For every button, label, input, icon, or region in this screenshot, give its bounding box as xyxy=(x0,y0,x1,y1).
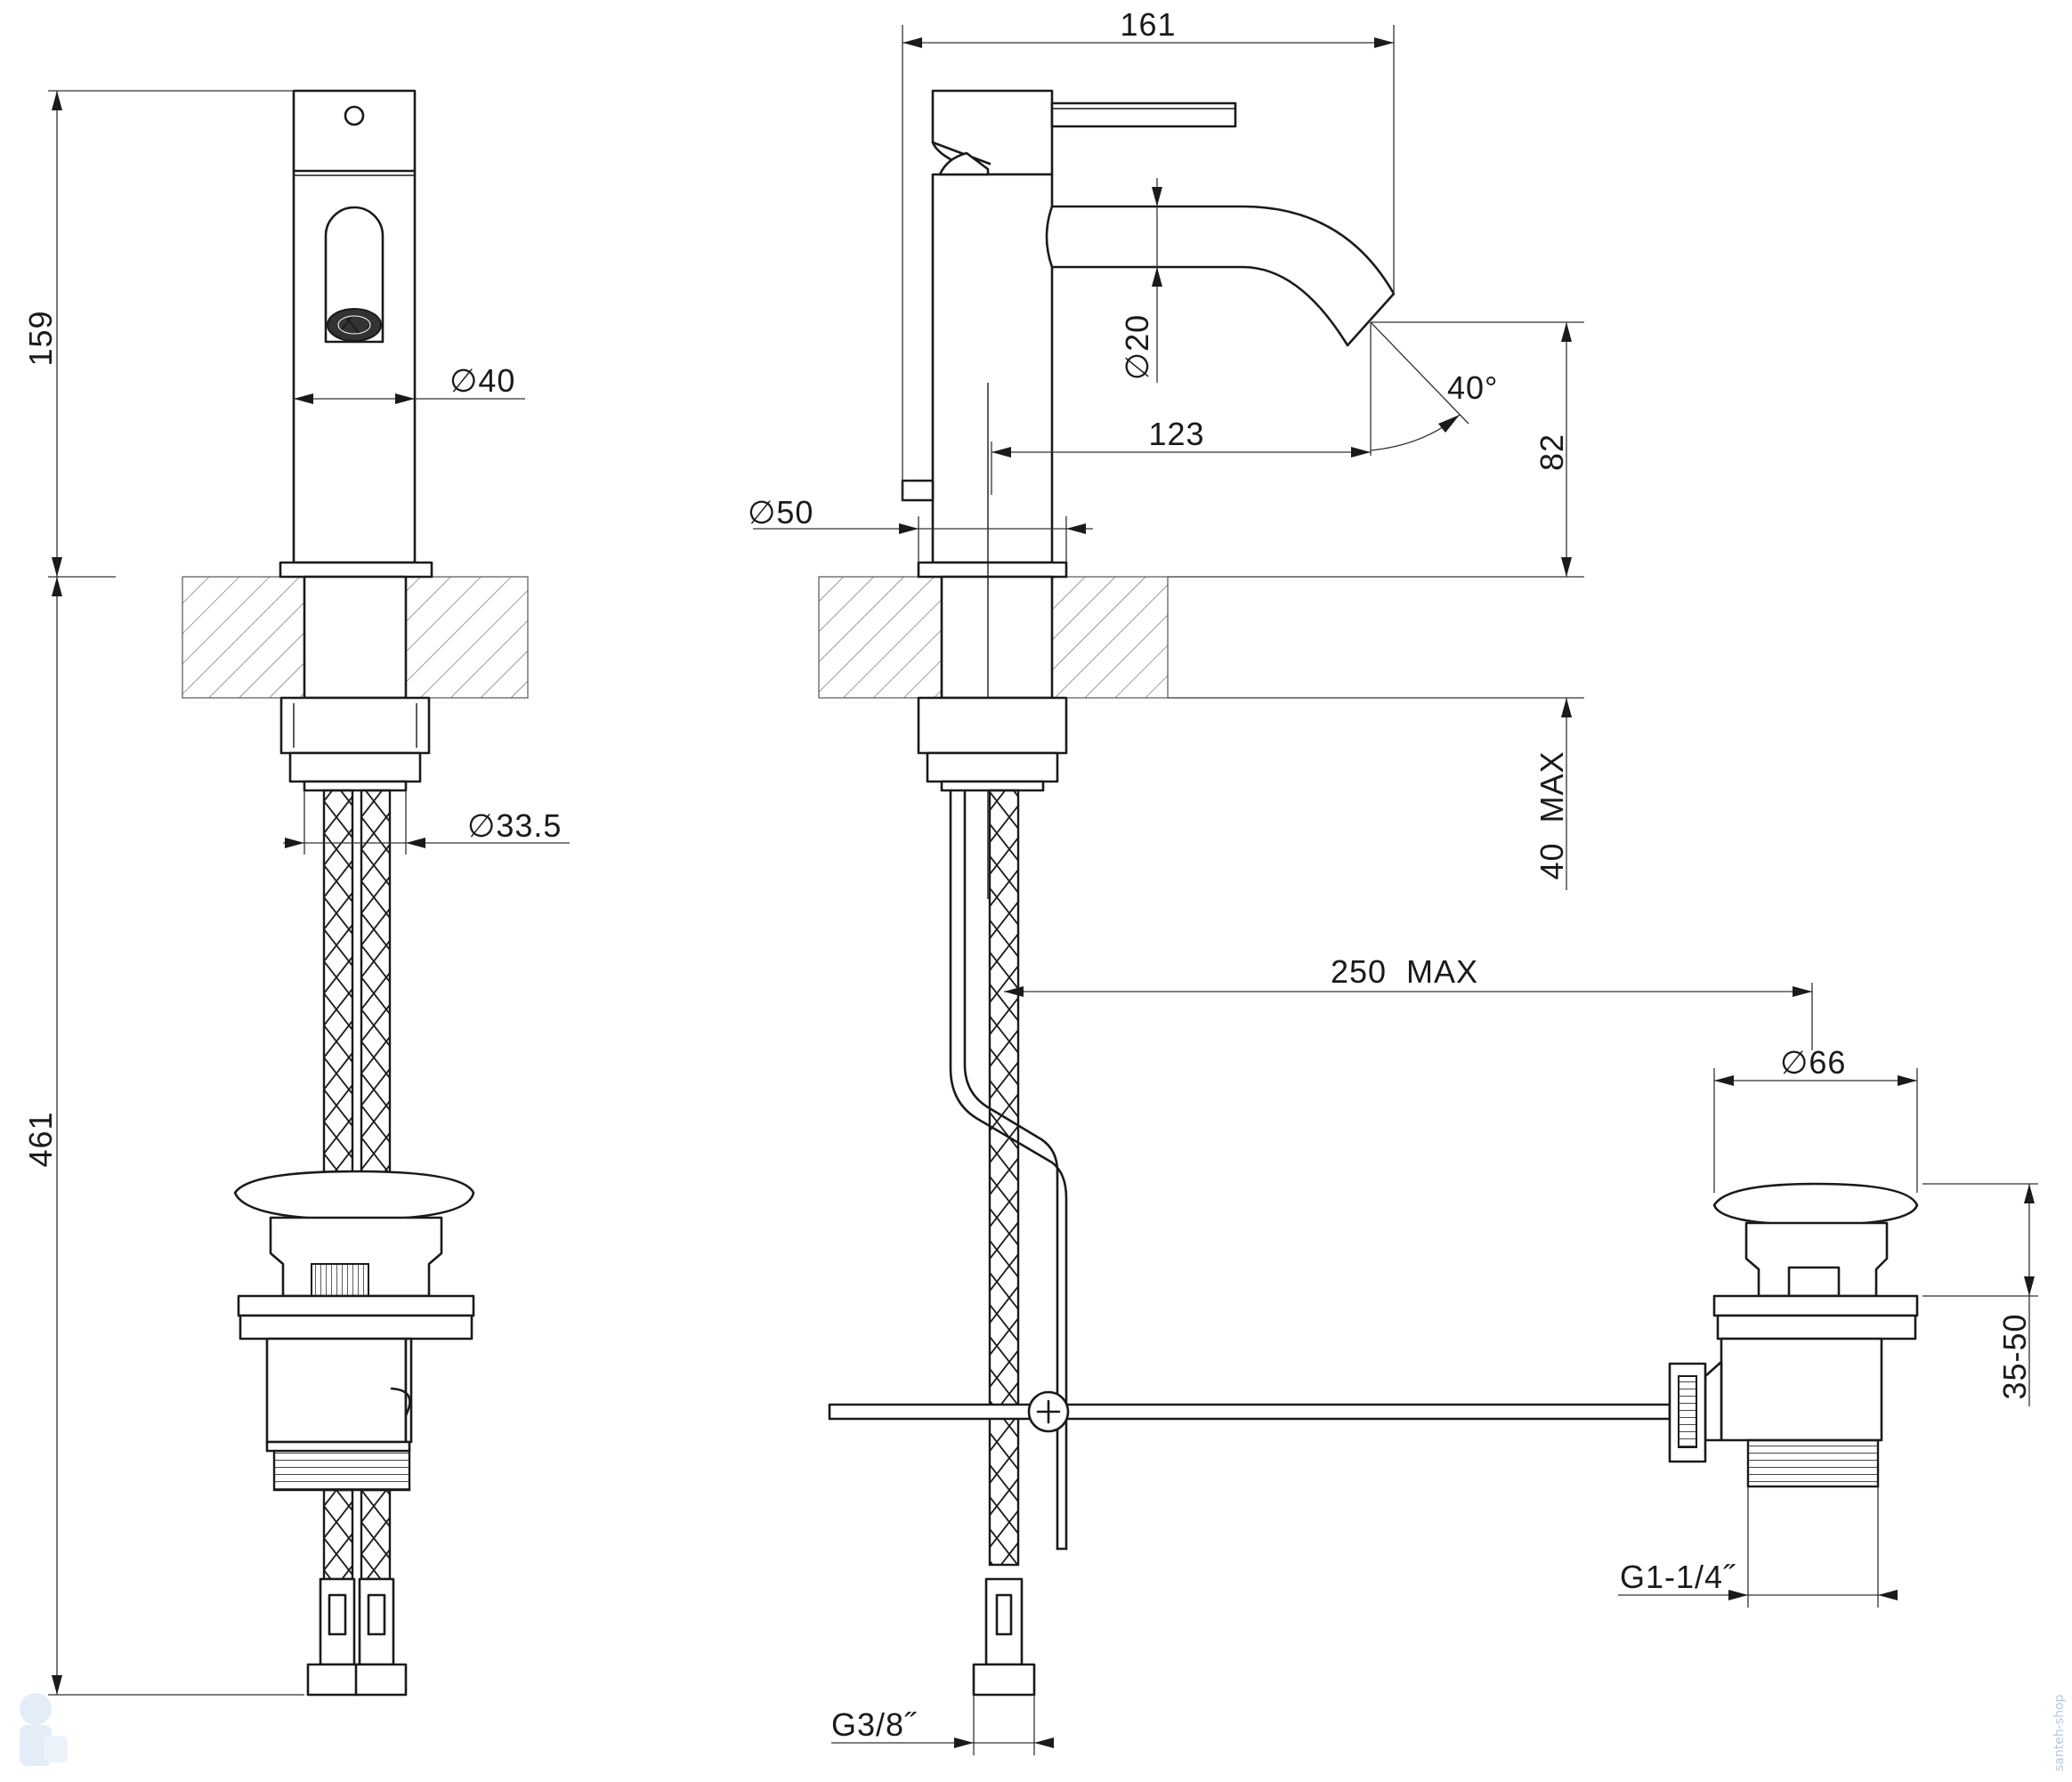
dim-height-top: 159 xyxy=(22,310,59,366)
dim-waste-diameter: ∅66 xyxy=(1780,1044,1846,1081)
hose-nut-side xyxy=(972,1663,1036,1697)
lever-pin xyxy=(344,105,365,126)
watermark-logo xyxy=(20,1693,68,1766)
tap-body-side xyxy=(931,173,1054,564)
lock-nut-front xyxy=(279,696,431,755)
waste-body-side xyxy=(1720,1337,1883,1442)
hose-right xyxy=(360,789,392,1182)
spout-opening xyxy=(324,206,384,344)
side-dimensions: 161 ∅20 40° 123 ∅50 82 40 MAX xyxy=(748,6,2038,1755)
spout xyxy=(1045,205,1396,347)
dim-spout-height: 82 xyxy=(1534,433,1570,471)
dim-base-diameter: ∅50 xyxy=(748,494,813,531)
dim-hose-diameter: ∅33.5 xyxy=(467,807,562,844)
dim-spout-diameter: ∅20 xyxy=(1119,314,1155,380)
dim-hose-thread: G3/8˝ xyxy=(831,1706,917,1743)
lock-nut-side xyxy=(917,696,1068,755)
dim-max-deck: 40 MAX xyxy=(1534,750,1570,879)
pull-rod xyxy=(828,1403,1671,1421)
waste-cap-front xyxy=(233,1170,475,1221)
lever-rod xyxy=(1050,101,1237,128)
dim-waste-thread: G1-1/4˝ xyxy=(1620,1559,1736,1595)
dim-spout-reach: 123 xyxy=(1148,416,1204,452)
dim-total-width: 161 xyxy=(1120,6,1176,43)
hose-side xyxy=(988,789,1020,1567)
side-view xyxy=(818,89,1671,1697)
hose-left xyxy=(322,789,354,1182)
dim-waste-height: 35-50 xyxy=(1996,1313,2033,1399)
waste-cap-side xyxy=(1712,1182,1919,1227)
dim-max-rod: 250 MAX xyxy=(1331,953,1478,990)
waste-side-view xyxy=(1668,1182,1919,1488)
hose-nut-left xyxy=(306,1663,360,1697)
dim-height-bottom: 461 xyxy=(22,1111,59,1167)
front-view xyxy=(182,89,529,1697)
popup-rod xyxy=(949,789,1068,1551)
hose-nut-right xyxy=(354,1663,408,1697)
waste-body-front xyxy=(265,1337,408,1444)
dim-spout-angle: 40° xyxy=(1447,369,1498,406)
front-dimensions: 159 461 ∅40 ∅33.5 xyxy=(22,90,570,1696)
watermark-text: santeh-shop xyxy=(2052,1694,2067,1771)
dim-body-diameter: ∅40 xyxy=(449,362,515,399)
